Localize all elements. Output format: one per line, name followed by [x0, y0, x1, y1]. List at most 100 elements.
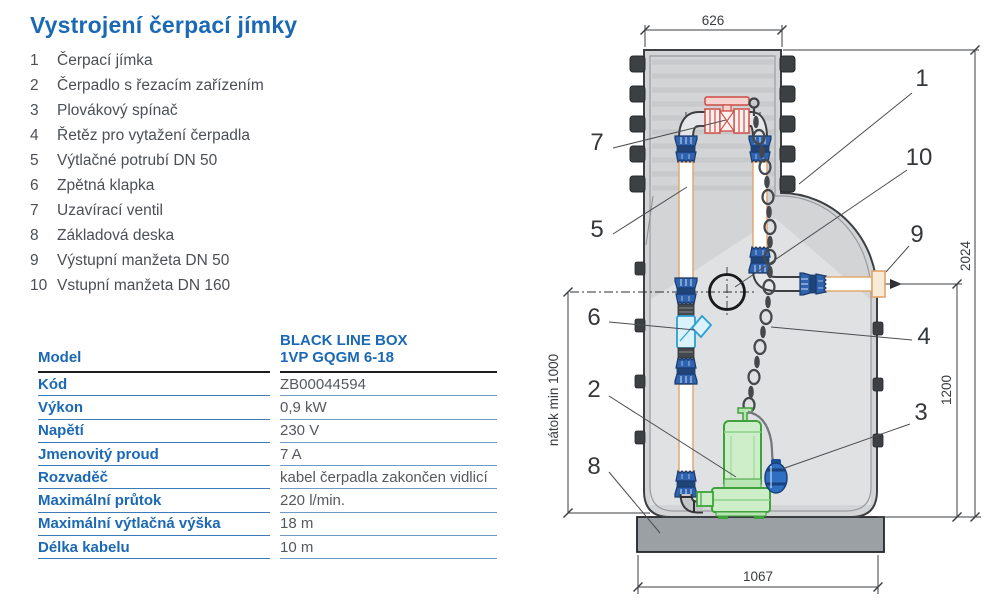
- compression-fitting: [674, 277, 698, 305]
- legend-item-number: 6: [30, 176, 39, 194]
- dim-neck-width-text: 626: [702, 13, 725, 28]
- legend-item-label: Řetěz pro vytažení čerpadla: [57, 126, 250, 144]
- pump-motor-body: [723, 420, 762, 489]
- legend-item-label: Čerpací jímka: [57, 51, 153, 69]
- dimension-overall-height: 2024: [783, 44, 981, 523]
- dim-outlet-height-text: 1200: [939, 375, 954, 405]
- page-title: Vystrojení čerpací jímky: [30, 12, 298, 38]
- discharge-pipe-left-upper: [678, 161, 694, 279]
- anchor-bolts: [634, 261, 884, 448]
- compression-fitting: [674, 470, 698, 498]
- base-plate: [636, 516, 885, 553]
- legend-item-number: 5: [30, 151, 39, 169]
- row-value: 230 V: [280, 420, 497, 443]
- callout-5: 5: [590, 216, 603, 243]
- legend-item-number: 2: [30, 76, 39, 94]
- row-value: 0,9 kW: [280, 396, 497, 420]
- compression-fitting: [799, 272, 827, 296]
- table-row: Maximální výtlačná výška 18 m: [38, 513, 498, 537]
- table-row: Jmenovitý proud 7 A: [38, 443, 498, 467]
- row-value: 7 A: [280, 443, 497, 467]
- pump-sump-technical-drawing: 626 2024 1200 1067 nátok min 1000: [546, 13, 981, 594]
- callout-6: 6: [587, 304, 600, 331]
- legend-item-number: 10: [30, 276, 48, 294]
- callout-3: 3: [914, 399, 927, 426]
- model-name-line1: BLACK LINE BOX: [280, 332, 408, 349]
- row-label: Jmenovitý proud: [38, 443, 270, 467]
- legend-item-label: Základová deska: [57, 226, 175, 244]
- neck-ribs: [629, 55, 796, 193]
- legend-item: 8 Základová deska: [30, 223, 510, 248]
- legend-item-label: Zpětná klapka: [57, 176, 155, 194]
- legend-item-label: Plovákový spínač: [57, 101, 178, 119]
- table-row: Rozvaděč kabel čerpadla zakončen vidlicí: [38, 466, 498, 490]
- tank-inner-wall: [649, 55, 872, 512]
- row-label: Maximální výtlačná výška: [38, 513, 270, 537]
- lifting-hook: [748, 97, 760, 116]
- legend-item: 2 Čerpadlo s řezacím zařízením: [30, 73, 510, 98]
- callout-10: 10: [906, 144, 933, 171]
- dimension-neck-width: 626: [639, 13, 788, 47]
- dim-base-width-text: 1067: [743, 569, 773, 584]
- legend-item-number: 3: [30, 101, 39, 119]
- dimension-inflow-height: nátok min 1000: [546, 286, 650, 519]
- dim-inflow-note-text: nátok min 1000: [546, 354, 561, 446]
- table-row: Kód ZB00044594: [38, 373, 498, 397]
- table-row: Maximální průtok 220 l/min.: [38, 489, 498, 513]
- row-label: Výkon: [38, 396, 270, 420]
- shutoff-valve: [704, 96, 750, 134]
- callout-8: 8: [587, 453, 600, 480]
- row-label: Napětí: [38, 420, 270, 443]
- callout-leaders: [608, 92, 913, 534]
- legend-item-number: 9: [30, 251, 39, 269]
- compression-fitting: [674, 135, 698, 163]
- dim-overall-height-text: 2024: [958, 240, 973, 271]
- row-value: kabel čerpadla zakončen vidlicí: [280, 466, 497, 490]
- spec-header-row: Model BLACK LINE BOX 1VP GQGM 6-18: [38, 328, 498, 373]
- row-value: 10 m: [280, 536, 497, 560]
- row-value: 220 l/min.: [280, 489, 497, 513]
- legend-item: 3 Plovákový spínač: [30, 98, 510, 123]
- legend-item-label: Vstupní manžeta DN 160: [57, 276, 231, 294]
- row-label: Délka kabelu: [38, 536, 270, 560]
- legend-item-number: 4: [30, 126, 39, 144]
- table-row: Délka kabelu 10 m: [38, 536, 498, 560]
- row-label: Maximální průtok: [38, 489, 270, 513]
- discharge-pipe-left-lower: [678, 383, 694, 473]
- row-value: 18 m: [280, 513, 497, 537]
- dimension-outlet-height: 1200: [877, 278, 981, 523]
- row-label: Kód: [38, 373, 270, 397]
- spec-table: Model BLACK LINE BOX 1VP GQGM 6-18 Kód ZB…: [38, 328, 498, 560]
- table-row: Výkon 0,9 kW: [38, 396, 498, 420]
- pump-hose-elbow: [679, 493, 703, 514]
- pipe-elbow-top-left: [678, 111, 707, 139]
- model-name-line2: 1VP GQGM 6-18: [280, 349, 394, 366]
- row-value: ZB00044594: [280, 373, 497, 397]
- wall-taper-line: [645, 195, 654, 246]
- grinder-pump: [696, 407, 771, 519]
- float-switch: [764, 459, 788, 494]
- dimension-base-width: 1067: [632, 555, 884, 594]
- legend-item: 5 Výtlačné potrubí DN 50: [30, 148, 510, 173]
- legend-item-label: Výtlačné potrubí DN 50: [57, 151, 218, 169]
- legend-item-label: Výstupní manžeta DN 50: [57, 251, 230, 269]
- spec-header-label: Model: [38, 328, 270, 373]
- legend-item-number: 7: [30, 201, 39, 219]
- callout-7: 7: [590, 129, 603, 156]
- callout-numbers: 1 10 9 4 3 7 5 6 2 8: [587, 65, 932, 480]
- check-valve: [676, 303, 713, 359]
- callout-9: 9: [910, 221, 923, 248]
- legend-item: 9 Výstupní manžeta DN 50: [30, 248, 510, 273]
- legend-item: 1 Čerpací jímka: [30, 48, 510, 73]
- row-label: Rozvaděč: [38, 466, 270, 490]
- legend-item-number: 1: [30, 51, 39, 69]
- legend-item: 10 Vstupní manžeta DN 160: [30, 273, 510, 298]
- table-row: Napětí 230 V: [38, 420, 498, 443]
- legend-item-number: 8: [30, 226, 39, 244]
- callout-1: 1: [915, 65, 928, 92]
- legend-item-label: Čerpadlo s řezacím zařízením: [57, 76, 264, 94]
- float-cable: [747, 410, 775, 464]
- compression-fitting: [674, 357, 698, 385]
